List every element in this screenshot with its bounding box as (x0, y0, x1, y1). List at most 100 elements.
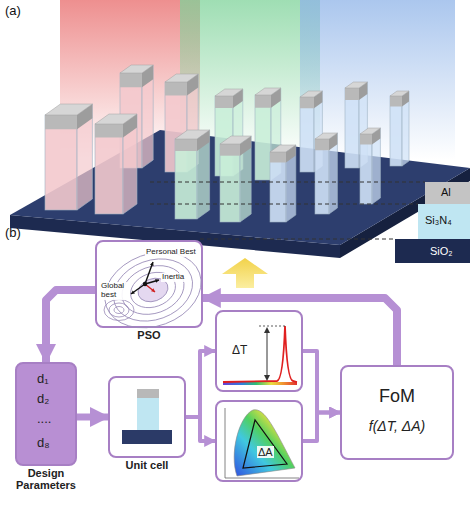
nanopillar (270, 145, 296, 152)
nanopillar (360, 128, 380, 134)
contour-plot (114, 307, 124, 314)
nanopillar (45, 115, 77, 129)
parameter-name: d₁ (37, 372, 49, 386)
fom-title: FoM (342, 387, 452, 407)
nanopillar (270, 152, 286, 163)
transmission-spectrum (267, 330, 268, 378)
velocity-vectors (145, 262, 153, 284)
nanopillar (255, 95, 271, 108)
nanopillar (175, 139, 197, 151)
flow-arrow (303, 413, 340, 442)
nanopillar (45, 104, 92, 210)
nanopillar (95, 114, 137, 214)
flow-arrow (46, 290, 95, 362)
nanopillar (402, 91, 409, 166)
velocity-vectors (151, 288, 155, 292)
chromaticity-diagram (234, 410, 295, 476)
nanopillar (390, 91, 409, 96)
nanopillar (329, 133, 337, 214)
vector-label: Personal Best (145, 248, 197, 257)
parameter-name: d₂ (37, 392, 49, 406)
flow-arrow (186, 417, 215, 441)
nanopillars (45, 65, 409, 222)
unit-cell-icon (122, 430, 172, 444)
box-heading: Design Parameters (6, 467, 86, 491)
nanopillar (255, 88, 281, 95)
fom-formula: f(ΔT, ΔA) (342, 419, 452, 434)
layer-label: SiO₂ (430, 245, 453, 257)
nanopillar (120, 65, 153, 73)
transmission-spectrum (264, 327, 270, 333)
nanopillar (215, 96, 233, 108)
dashed-guide (200, 239, 395, 240)
nanopillar (300, 97, 314, 108)
flow-arrow (303, 351, 340, 413)
nanopillar (142, 65, 153, 168)
nanopillar (220, 144, 240, 156)
nanopillar (220, 136, 251, 144)
contour-plot (109, 303, 129, 317)
nanopillar (286, 145, 296, 222)
nanopillar (315, 139, 329, 214)
nanopillar (345, 82, 367, 88)
nanopillar (120, 73, 142, 87)
flow-arrow (77, 414, 108, 421)
velocity-vectors (143, 282, 147, 286)
delta-label: ΔA (257, 446, 274, 458)
nanopillar (255, 95, 271, 180)
sio2-layer (395, 239, 470, 263)
nanopillar (360, 128, 380, 204)
nanopillar (345, 88, 359, 100)
unit-cell-icon (137, 398, 159, 430)
delta-label: ΔT (231, 344, 248, 357)
nanopillar (215, 89, 243, 96)
nanopillar (220, 136, 251, 222)
nanopillar (360, 134, 372, 145)
velocity-vectors (150, 262, 154, 266)
flow-arrow (186, 351, 215, 417)
nanopillar (270, 145, 296, 222)
dashed-guide (150, 204, 418, 205)
blue-beam (300, 0, 455, 160)
nanopillar (390, 96, 402, 107)
nanopillar (315, 139, 329, 150)
unit-cell-box: Unit cell (108, 376, 186, 458)
yellow-arrow (222, 258, 268, 288)
contour-plot (97, 242, 205, 330)
velocity-vectors (131, 290, 135, 294)
sin-layer (418, 204, 470, 239)
contour-plot (104, 300, 134, 321)
nanopillar (390, 91, 409, 166)
nanopillar (95, 124, 123, 138)
chromaticity-diagram (243, 420, 287, 468)
layer-label: Al (441, 186, 451, 198)
chromaticity-diagram (225, 478, 299, 479)
transmission-spectrum (223, 326, 297, 385)
nanopillar (197, 130, 210, 219)
nanopillar (315, 133, 337, 139)
velocity-vectors (131, 262, 159, 294)
vector-label: Global best (100, 282, 130, 300)
nanopillar (175, 139, 197, 219)
nanopillar (300, 91, 322, 97)
nanopillar (240, 136, 251, 222)
incident-light-arrow (222, 258, 268, 288)
al-layer (425, 182, 470, 204)
nanopillar (45, 104, 92, 115)
nanopillar (175, 130, 210, 139)
transmission-spectrum (264, 375, 270, 381)
parameter-box: d₁d₂....d₈Design Parameters (15, 362, 77, 466)
chromaticity-diagram (225, 408, 226, 478)
box-illustration (110, 378, 188, 460)
parameter-ellipsis: .... (37, 412, 51, 426)
parameter-name: d₈ (37, 436, 50, 450)
nanopillar (45, 115, 77, 210)
color-gamut-box: ΔA (215, 400, 303, 482)
nanopillar (77, 104, 92, 210)
nanopillar (95, 114, 137, 124)
layer-label: Si₃N₄ (425, 214, 452, 226)
fom-box: FoM f(ΔT, ΔA) (340, 365, 454, 460)
chromaticity-diagram (225, 408, 299, 478)
